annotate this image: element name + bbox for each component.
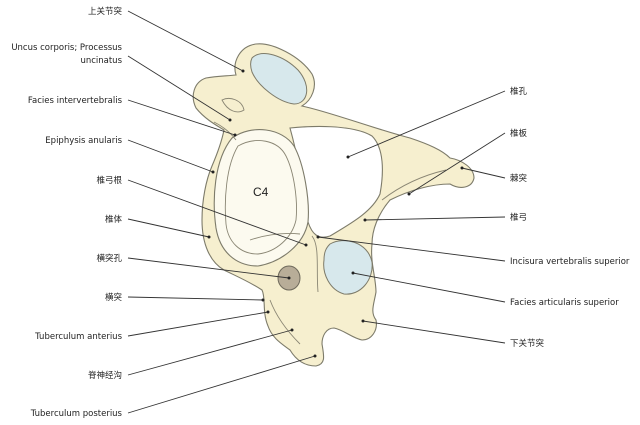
label-facies-articularis: Facies articularis superior: [510, 298, 619, 308]
vertebral-body-surface: [213, 129, 309, 267]
uncus-ridge: [213, 121, 237, 141]
label-shangguanjietu: 上关节突: [88, 6, 123, 17]
label-zhuiban: 椎板: [510, 128, 528, 139]
label-uncus-line1: Uncus corporis; Processus: [11, 43, 122, 53]
facies-articularis-surface: [323, 240, 373, 295]
label-tuberculum-posterius: Tuberculum posterius: [30, 409, 123, 419]
label-hengtu: 横突: [105, 292, 123, 303]
tubercle-contour: [269, 299, 301, 345]
label-jishenjinggou: 脊神经沟: [88, 370, 122, 381]
label-zhuikong: 椎孔: [510, 86, 528, 97]
label-xiaguanjietu: 下关节突: [510, 338, 545, 349]
label-zhuiti: 椎体: [105, 214, 123, 225]
pedicle-contour: [249, 233, 301, 241]
right-leaders: [316, 90, 506, 344]
right-labels: 椎孔 椎板 棘突 椎弓 Incisura vertebralis superio…: [510, 86, 630, 349]
arch-contour: [311, 235, 319, 293]
left-labels: 上关节突 Uncus corporis; Processus uncinatus…: [11, 6, 122, 419]
label-facies-intervertebralis: Facies intervertebralis: [28, 96, 123, 106]
lamina-contour: [381, 169, 447, 201]
label-incisura: Incisura vertebralis superior: [510, 257, 630, 267]
left-leaders: [127, 10, 317, 414]
label-zhuigong: 椎弓: [510, 212, 527, 223]
label-tuberculum-anterius: Tuberculum anterius: [34, 332, 122, 342]
epiphysis-ring: [224, 140, 297, 255]
body-mark-c4: C4: [253, 185, 269, 199]
label-hengtukong: 横突孔: [96, 253, 122, 264]
label-zhuigonggen: 椎弓根: [96, 175, 122, 186]
superior-facet-surface: [250, 53, 308, 105]
uncus-detail: [221, 98, 245, 113]
label-epiphysis-anularis: Epiphysis anularis: [45, 136, 122, 146]
label-uncus-line2: uncinatus: [80, 56, 122, 66]
label-jitu: 棘突: [510, 173, 528, 184]
vertebra-illustration: [192, 43, 475, 367]
